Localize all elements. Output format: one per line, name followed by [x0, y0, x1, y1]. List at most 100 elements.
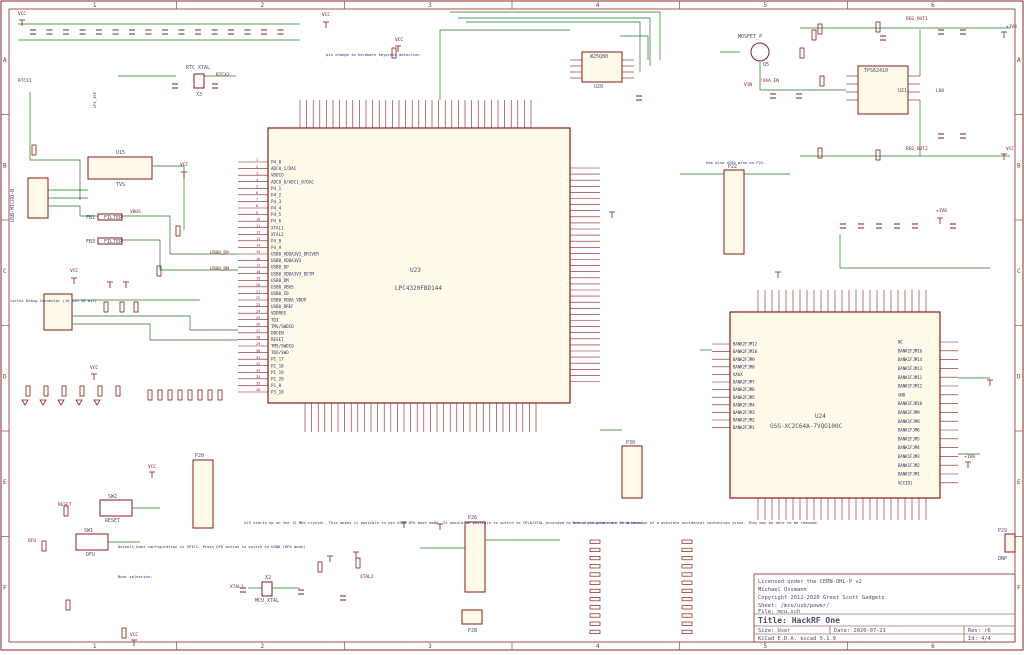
power-label-vcc-right: VCC [1006, 146, 1014, 152]
u23-bottom-pins [304, 403, 537, 432]
u20-ref: U20 [594, 84, 603, 90]
wire-spi-4 [439, 29, 570, 100]
resistor [681, 597, 693, 602]
p20-body [192, 459, 214, 529]
u23-pin-number: 25 [256, 316, 260, 320]
u23-pin-label: P4_3 [271, 199, 282, 204]
resistor [65, 599, 71, 611]
border-row-label-right: B [1017, 162, 1021, 169]
u24-left-pin-label: BANK2FJM5 [733, 395, 755, 400]
u23-clock-note: U23 starts up on the 12 MHz crystal. Thi… [244, 520, 644, 525]
u23-pin-label: USB0_VBUS [271, 284, 294, 289]
u24-left-pin-label: BANK2FJM1 [733, 425, 755, 430]
u24-right-pin-label: BANK1FJM1 [898, 472, 920, 477]
wire-spi-1 [450, 11, 661, 60]
u24-right-pin-label: NC [898, 340, 903, 345]
power-label-vcc-3: VCC [395, 37, 403, 43]
wire-q5-drain [759, 62, 846, 91]
p29-dnp: DNP [998, 556, 1007, 562]
led-symbol [21, 399, 29, 406]
u21-body [857, 65, 909, 115]
resistor [681, 588, 693, 593]
resistor [589, 588, 601, 593]
u15-ref: U15 [116, 150, 125, 156]
resistor [115, 385, 121, 397]
u23-pin-number: 16 [256, 257, 260, 261]
power-label-1v8-b: +1V8 [936, 208, 947, 214]
border-col-label-top: 4 [596, 2, 600, 9]
u24-right-pin-label: BANK1FJM12 [898, 384, 923, 389]
u23-pin-number: 10 [256, 217, 260, 221]
u23-pin-label: USB0_ID [271, 291, 289, 296]
u15-body [87, 156, 153, 180]
u23-pin-label: USB0_VDDA3V3 [271, 258, 302, 263]
u24-right-pin-label: BANK1FJM14 [898, 357, 923, 362]
u23-mcu: U23 LPC4320FBD144 P4_01ADC0_1/DAC2VDDIO3… [238, 100, 600, 432]
resistor [817, 147, 823, 159]
title-block-license: Licensed under the CERN-OHL-P v2 [758, 579, 862, 585]
u23-pin-label: DBGEN [271, 330, 284, 335]
header-p29: P29 DNP [998, 528, 1016, 562]
fb3-ref: FB3 [86, 239, 95, 245]
u15-tvs: U15 TVS [87, 150, 153, 188]
wire-debug-2 [72, 315, 238, 331]
power-label-1v8: +1V8 [1006, 24, 1017, 30]
u24-right-pin-label: VCCIO1 [898, 480, 913, 485]
u23-pin-label: TDO/SWO [271, 350, 289, 355]
border-row-label-left: B [3, 162, 7, 169]
resistor [875, 149, 881, 161]
usb-connector-body [27, 177, 49, 219]
border-row-label-left: D [3, 373, 7, 380]
u24-cpld: U24 GSG-XC2C64A-7VQG100C BANK2FJM12BANK2… [712, 290, 958, 520]
border-col-label-bottom: 1 [93, 643, 97, 650]
wire-usb-dm [122, 239, 238, 271]
resistor [681, 629, 693, 634]
resistor [119, 301, 125, 313]
passive-components [21, 21, 966, 639]
x2-ref: X2 [265, 575, 271, 581]
x3-ref: X3 [196, 92, 202, 98]
border-col-label-top: 6 [931, 2, 935, 9]
u23-pin-number: 36 [256, 388, 260, 392]
net-label-vin: VIN [744, 82, 752, 88]
u24-left-pin-label: VAUX [733, 372, 743, 377]
resistor [187, 389, 193, 401]
u23-pin-label: VDDIO [271, 173, 284, 178]
net-label-reg-out2: REG_OUT2 [906, 146, 928, 152]
x2-value: MCU_XTAL [255, 598, 279, 604]
fb1-ref: FB1 [86, 215, 95, 221]
resistor [681, 621, 693, 626]
resistor [121, 627, 127, 639]
cortex-debug-note: Cortex Debug Connector (10 pin 50 mil) [10, 298, 97, 303]
u24-left-pin-label: BANK2FJM6 [733, 387, 755, 392]
wire-tvs [152, 165, 185, 230]
u23-pin-number: 14 [256, 244, 260, 248]
u23-pin-number: 11 [256, 224, 260, 228]
border-row-label-right: A [1017, 57, 1021, 64]
title-block-rev: Rev: r6 [968, 628, 991, 634]
border-row-label-left: F [3, 584, 7, 591]
u23-pin-label: P4_4 [271, 206, 282, 211]
u24-bottom-pins [757, 498, 927, 520]
border-col-label-bottom: 2 [261, 643, 265, 650]
led-symbol [57, 399, 65, 406]
u23-pin-label: USB0_RREF [271, 304, 294, 309]
border-col-label-bottom: 3 [428, 643, 432, 650]
resistor [61, 385, 67, 397]
resistor [355, 557, 361, 569]
u23-pin-number: 33 [256, 368, 260, 372]
u23-pin-number: 22 [256, 296, 260, 300]
u23-pin-label: P4_1 [271, 186, 282, 191]
wire-usb-dp [122, 215, 238, 255]
p22-body [723, 169, 745, 255]
p30-body [621, 445, 643, 499]
net-label-reg-out1: REG_OUT1 [906, 16, 928, 22]
u23-pin-number: 2 [256, 165, 258, 169]
u23-pin-label: XTAL2 [271, 232, 284, 237]
u23-pin-number: 4 [256, 178, 258, 182]
wire-spi-2 [458, 17, 651, 66]
resistor [681, 547, 693, 552]
title-block-id: Id: 4/4 [968, 636, 991, 642]
p28-body [461, 609, 483, 625]
